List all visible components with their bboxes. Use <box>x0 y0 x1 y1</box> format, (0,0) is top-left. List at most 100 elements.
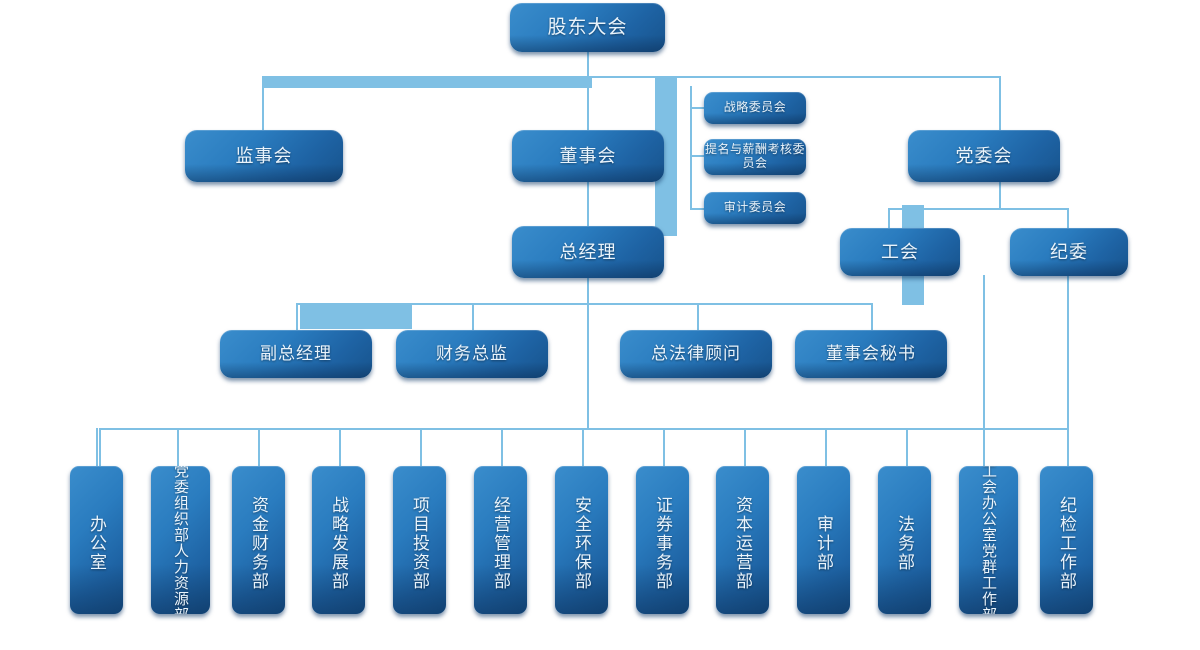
node-label: 资金财务部 <box>249 495 268 591</box>
connector-dept-stem-4 <box>339 428 341 468</box>
connector-gm-column-down <box>587 303 589 428</box>
node-dept-union-office-party-work[interactable]: 工会办公室党群工作部 <box>959 466 1018 614</box>
connector-dept-stem-7 <box>582 428 584 468</box>
connector-dept-stem-9 <box>744 428 746 468</box>
node-label: 董事会 <box>559 145 617 166</box>
node-dept-office[interactable]: 办公室 <box>70 466 123 614</box>
connector-to-discipline <box>1067 208 1069 228</box>
node-label: 党委组织部人力资源部 <box>172 466 189 614</box>
node-label-line-2: 人力资源部 <box>172 543 189 614</box>
connector-level4-bus <box>296 303 872 305</box>
connector-department-bus <box>99 428 1069 430</box>
node-label-line-1: 项目投资部 <box>410 495 429 591</box>
node-label: 党委会 <box>955 145 1013 166</box>
node-dept-operations[interactable]: 经营管理部 <box>474 466 527 614</box>
connector-dept-stem-1 <box>96 428 98 468</box>
node-general-legal-counsel[interactable]: 总法律顾问 <box>620 330 772 378</box>
node-label: 审计委员会 <box>723 200 787 215</box>
node-party-committee[interactable]: 党委会 <box>908 130 1060 182</box>
ribbon-bar-board-vertical <box>655 76 677 236</box>
node-labor-union[interactable]: 工会 <box>840 228 960 276</box>
node-label-line-1: 资金财务部 <box>249 495 268 591</box>
node-label: 办公室 <box>87 514 106 572</box>
connector-committee-1 <box>690 107 704 109</box>
node-cfo[interactable]: 财务总监 <box>396 330 548 378</box>
connector-supervisory-down <box>262 76 264 130</box>
node-supervisory-board[interactable]: 监事会 <box>185 130 343 182</box>
node-general-manager[interactable]: 总经理 <box>512 226 664 278</box>
node-label: 总法律顾问 <box>651 344 741 364</box>
connector-board-down <box>587 76 589 130</box>
connector-dept-stem-11 <box>906 428 908 468</box>
connector-dept-stem-8 <box>663 428 665 468</box>
node-dept-legal[interactable]: 法务部 <box>878 466 931 614</box>
node-dept-finance[interactable]: 资金财务部 <box>232 466 285 614</box>
node-label: 提名与薪酬考核委员会 <box>704 142 805 170</box>
connector-deputy-gm-to-dept-bus <box>99 428 101 468</box>
connector-dept-stem-5 <box>420 428 422 468</box>
node-label: 纪检工作部 <box>1057 496 1076 591</box>
node-label: 副总经理 <box>260 344 332 364</box>
node-label-line-1: 办公室 <box>87 514 106 572</box>
node-label-line-1: 证券事务部 <box>653 495 672 591</box>
node-dept-strategy[interactable]: 战略发展部 <box>312 466 365 614</box>
connector-committee-3 <box>690 208 704 210</box>
node-label: 经营管理部 <box>491 496 510 591</box>
node-strategy-committee[interactable]: 战略委员会 <box>704 92 806 124</box>
connector-to-labor-union <box>888 208 890 228</box>
node-label-line-2: 党群工作部 <box>980 543 997 614</box>
node-dept-safety-environment[interactable]: 安全环保部 <box>555 466 608 614</box>
node-board-of-directors[interactable]: 董事会 <box>512 130 664 182</box>
node-deputy-general-manager[interactable]: 副总经理 <box>220 330 372 378</box>
node-label: 监事会 <box>235 145 293 166</box>
connector-to-board-secretary <box>871 303 873 330</box>
connector-to-deputy-gm <box>296 303 298 330</box>
connector-dept-stem-13 <box>1067 275 1069 468</box>
node-label: 纪委 <box>1050 241 1088 262</box>
connector-to-legal-counsel <box>697 303 699 330</box>
node-nomination-compensation-committee[interactable]: 提名与薪酬考核委员会 <box>704 139 806 175</box>
connector-dept-stem-6 <box>501 428 503 468</box>
node-label: 董事会秘书 <box>826 344 916 364</box>
node-dept-party-organization-hr[interactable]: 党委组织部人力资源部 <box>151 466 210 614</box>
node-dept-securities-affairs[interactable]: 证券事务部 <box>636 466 689 614</box>
node-label: 股东大会 <box>547 16 628 38</box>
node-label-line-1: 法务部 <box>895 514 914 572</box>
node-label: 工会办公室党群工作部 <box>980 466 997 614</box>
node-label: 总经理 <box>559 241 617 262</box>
ribbon-bar-top-left <box>262 76 592 88</box>
connector-party-sub-bus <box>888 208 1068 210</box>
node-dept-project-investment[interactable]: 项目投资部 <box>393 466 446 614</box>
connector-board-to-gm <box>587 182 589 226</box>
connector-committee-bus <box>690 86 692 210</box>
node-label-line-1: 资本运营部 <box>733 495 752 591</box>
node-board-secretary[interactable]: 董事会秘书 <box>795 330 947 378</box>
node-dept-discipline-work[interactable]: 纪检工作部 <box>1040 466 1093 614</box>
node-dept-audit[interactable]: 审计部 <box>797 466 850 614</box>
node-discipline-commission[interactable]: 纪委 <box>1010 228 1128 276</box>
node-label: 战略委员会 <box>723 100 787 115</box>
connector-gm-down <box>587 278 589 303</box>
connector-dept-stem-2 <box>177 428 179 468</box>
node-shareholders-meeting[interactable]: 股东大会 <box>510 3 665 52</box>
node-label: 审计部 <box>814 514 833 572</box>
node-audit-committee[interactable]: 审计委员会 <box>704 192 806 224</box>
connector-level2-bus <box>262 76 1000 78</box>
node-label-line-1: 战略发展部 <box>329 495 348 591</box>
node-label-line-1: 审计部 <box>814 514 833 572</box>
node-label-line-1: 工会办公室 <box>980 466 997 543</box>
node-label: 安全环保部 <box>572 495 591 591</box>
ribbon-bar-deputy-gm <box>300 303 412 329</box>
node-label-line-1: 党委组织部 <box>172 466 189 543</box>
connector-party-down <box>999 76 1001 130</box>
node-dept-capital-operations[interactable]: 资本运营部 <box>716 466 769 614</box>
connector-party-sub-stem <box>999 182 1001 208</box>
node-label: 证券事务部 <box>653 495 672 591</box>
node-label: 战略发展部 <box>329 495 348 591</box>
node-label-line-1: 安全环保部 <box>572 495 591 591</box>
connector-committee-2 <box>690 155 704 157</box>
node-label: 资本运营部 <box>733 495 752 591</box>
node-label: 工会 <box>881 241 919 262</box>
node-label: 财务总监 <box>436 344 508 364</box>
